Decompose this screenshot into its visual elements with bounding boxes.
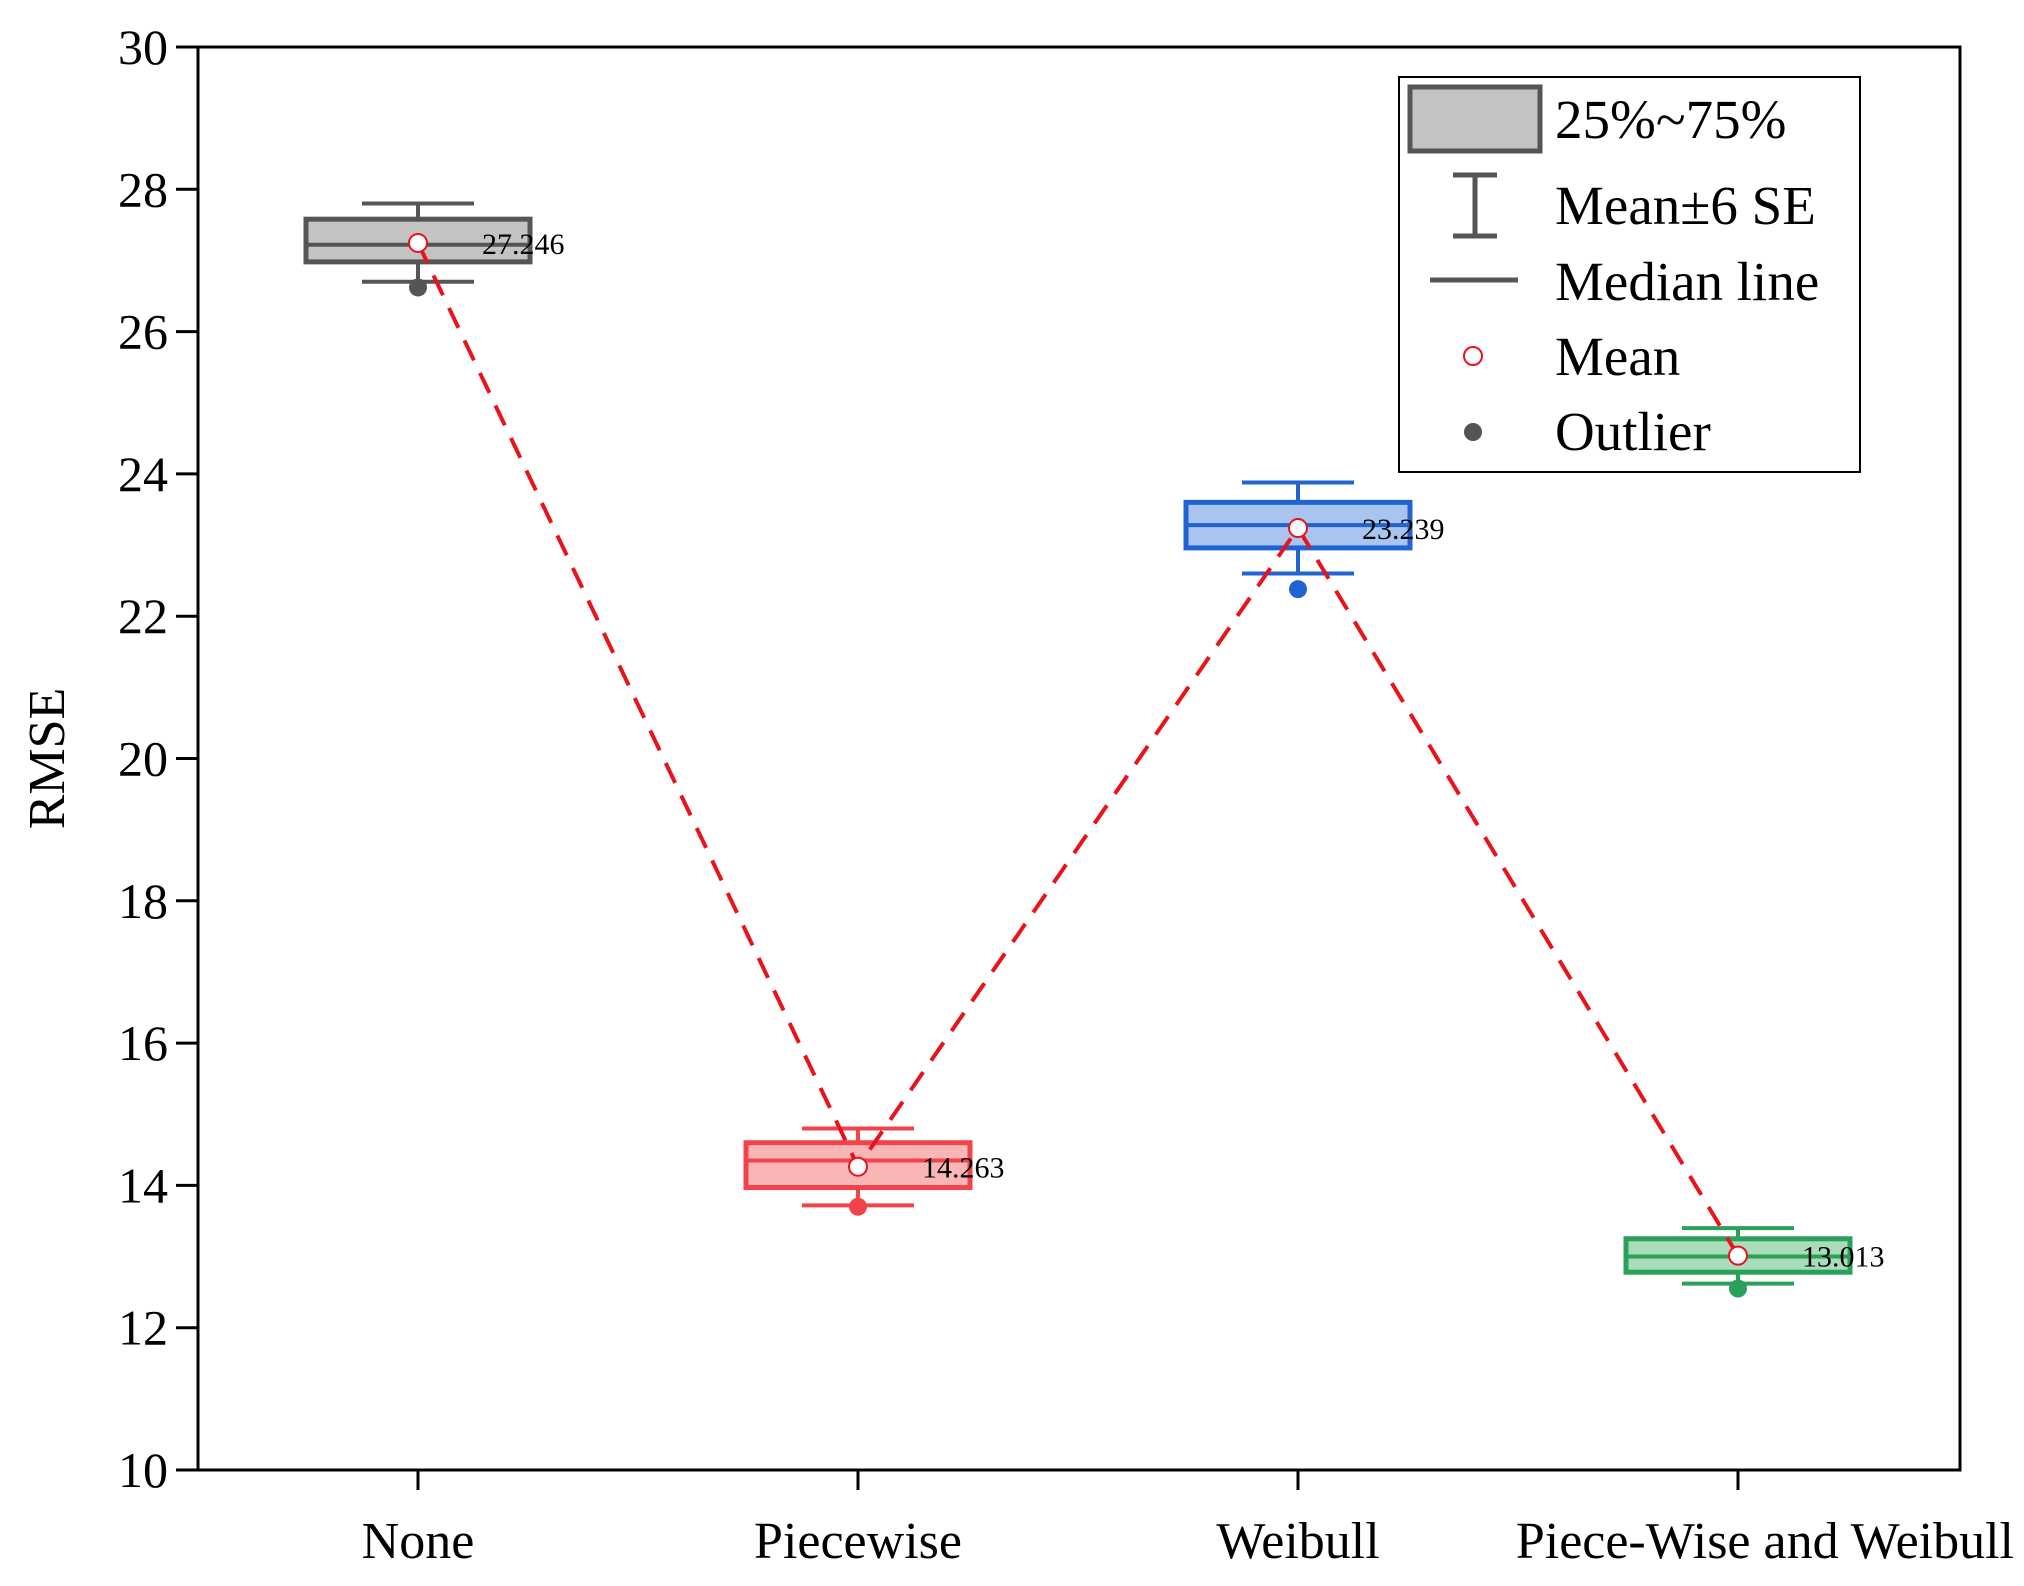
mean-markers: 27.246 14.263 23.239 13.013 [408, 228, 1885, 1274]
box-group-3 [1183, 480, 1413, 599]
box-series [303, 201, 1853, 1298]
y-tick-label: 26 [118, 304, 168, 360]
mean-value-label: 14.263 [922, 1152, 1005, 1185]
legend-label-error-bar: Mean±6 SE [1555, 175, 1816, 236]
mean-value-label: 23.239 [1362, 513, 1445, 546]
legend-label-iqr: 25%~75% [1555, 89, 1786, 150]
y-tick-label: 20 [118, 731, 168, 787]
y-tick-label: 18 [118, 873, 168, 929]
y-tick-label: 16 [118, 1015, 168, 1071]
y-axis-ticks: 10 12 14 16 18 20 22 24 26 28 30 [118, 19, 198, 1498]
y-tick-label: 10 [118, 1442, 168, 1498]
mean-marker [1728, 1245, 1748, 1266]
y-tick-label: 28 [118, 161, 168, 217]
legend-outlier-marker-icon [1464, 423, 1482, 441]
outlier-point [849, 1197, 867, 1216]
legend-mean-marker-icon [1463, 346, 1483, 366]
y-tick-label: 22 [118, 588, 168, 644]
outlier-point [1729, 1279, 1747, 1298]
outlier-point [409, 278, 427, 297]
mean-value-label: 27.246 [482, 228, 565, 261]
x-tick-label: None [362, 1513, 475, 1570]
mean-connector-layer [416, 242, 1740, 1257]
legend-error-bar-icon [1453, 172, 1497, 239]
x-tick-label: Piecewise [754, 1513, 962, 1570]
mean-marker [1288, 518, 1308, 539]
y-tick-label: 14 [118, 1157, 168, 1213]
outlier-point [1289, 580, 1307, 599]
box-group-2 [743, 1126, 973, 1216]
legend-label-median: Median line [1555, 251, 1819, 312]
legend-box-swatch [1407, 84, 1543, 154]
y-axis-title: RMSE [19, 688, 76, 830]
legend: 25%~75% Mean±6 SE Median line Mean Outli… [1398, 76, 1861, 473]
x-tick-label: Piece-Wise and Weibull [1516, 1513, 2014, 1570]
y-tick-label: 30 [118, 19, 168, 75]
mean-connector-line [416, 242, 1740, 1257]
mean-marker [408, 232, 428, 253]
x-tick-label: Weibull [1216, 1513, 1379, 1570]
legend-label-mean: Mean [1555, 326, 1680, 387]
x-axis-ticks: None Piecewise Weibull Piece-Wise and Weibu… [362, 1470, 2014, 1570]
mean-marker [848, 1156, 868, 1177]
mean-value-label: 13.013 [1802, 1241, 1885, 1274]
plot-area-frame [196, 45, 1962, 1472]
y-tick-label: 24 [118, 446, 168, 502]
y-tick-label: 12 [118, 1300, 168, 1356]
legend-label-outlier: Outlier [1555, 401, 1711, 462]
